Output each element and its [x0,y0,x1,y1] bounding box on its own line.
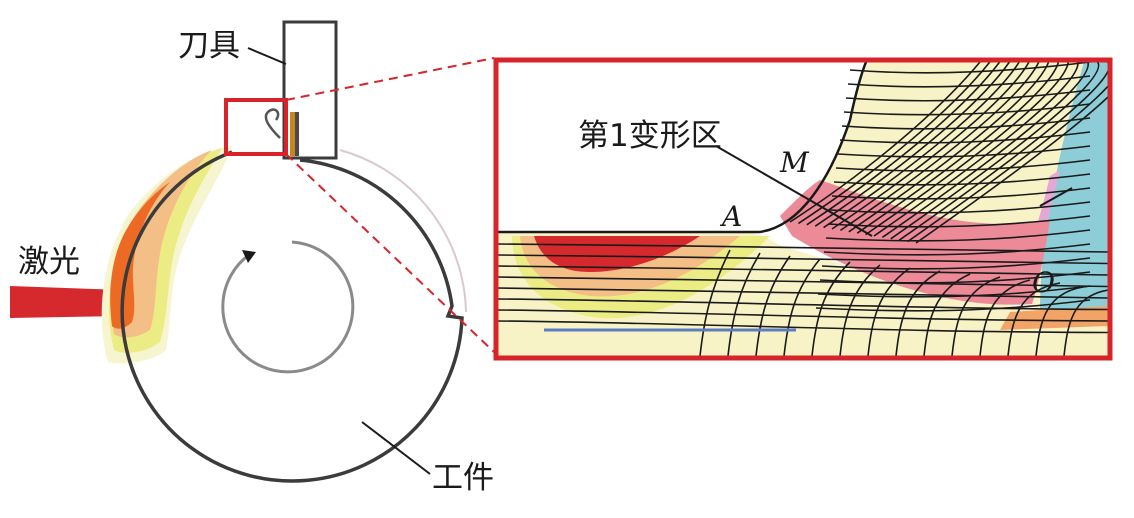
mesh-line [727,252,761,356]
mesh-line [890,62,1100,240]
mesh-line [849,62,1091,74]
mesh-line [498,254,1108,265]
chip-curl [264,108,281,139]
rotation-arrow [221,240,355,374]
mesh-line [843,103,1091,116]
mesh-line [699,249,731,356]
mesh-line [923,273,971,356]
mesh-line [797,62,991,225]
label-laser: 激光 [18,244,80,280]
mesh-line [498,287,1108,299]
label-tool: 刀具 [178,28,240,64]
mesh-line [823,243,1091,256]
deformation-leader [715,145,873,237]
mesh-line [755,255,791,356]
mesh-line [819,271,1091,284]
mesh-line [833,173,1091,186]
zoom-frame [493,57,1113,361]
label-workpiece: 工件 [432,460,494,496]
mesh-line [825,229,1091,242]
mesh-line [783,258,821,356]
mesh-line [835,159,1091,172]
workpiece-outline [120,150,464,483]
tool-contact-strip [1000,306,1108,330]
mesh-line [831,187,1091,200]
mesh-line [839,131,1091,144]
laser-beam [10,286,122,318]
tool-insert-dark [295,112,299,156]
label-deformation-zone: 第1变形区 [578,118,722,154]
label-point-m: M [779,146,810,179]
mesh-line [865,62,1069,236]
mesh-line [817,285,1091,298]
mesh-line [856,62,1060,234]
mesh-line [498,265,1108,276]
heat-zone-peach [111,150,212,338]
mesh-line [823,62,1020,229]
mesh-line [811,261,851,356]
mesh-line [898,62,1108,241]
magnify-source-box [224,98,288,156]
mesh-line [867,267,911,356]
mesh-line [829,201,1091,214]
deformation-mesh [498,62,1108,356]
tool-insert-orange [290,112,295,156]
chip-leader [1039,187,1073,207]
mesh-line [839,62,1040,232]
mesh-line [1063,289,1108,356]
heat-zone-orange [110,182,170,329]
label-point-a: A [719,200,742,233]
mesh-line [831,62,1030,230]
workpiece-leader [361,421,431,475]
mesh-line [827,215,1091,228]
mesh-line [915,95,1108,244]
mesh-line [821,257,1091,270]
mesh-line [907,84,1108,243]
mesh-line [839,264,881,356]
mesh-line [881,62,1089,239]
mesh-line [847,75,1091,88]
mesh-line [873,62,1079,237]
label-point-o: O [1032,266,1055,299]
mesh-line [806,62,1001,226]
rotation-arrow-head [242,250,256,263]
mesh-line [498,320,1108,334]
tool-leader [247,47,287,65]
connector-bottom [285,153,495,353]
mesh-line [895,270,941,356]
zoom-panel [498,62,1108,356]
mesh-line [498,243,1108,253]
mesh-line [498,298,1108,311]
mesh-line [814,62,1011,227]
mesh-line [837,145,1091,158]
workpiece [101,146,467,483]
mesh-line [1007,282,1061,356]
connector-top [285,57,495,101]
workpiece-faint-ring [339,149,467,313]
mesh-line [789,62,981,223]
mesh-line [815,299,1091,312]
mesh-line [845,89,1091,102]
mesh-line [841,117,1091,130]
